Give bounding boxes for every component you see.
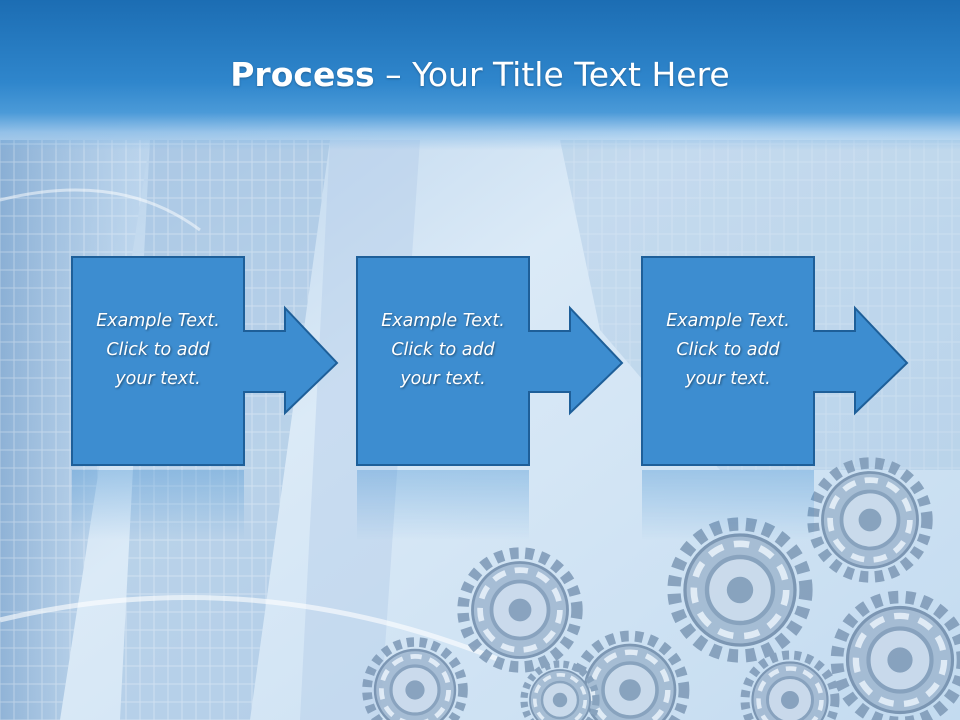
step-1-text[interactable]: Example Text. Click to add your text. [72,307,244,394]
title-bar [0,0,960,150]
step-3-reflection [642,470,814,540]
step-2-line-2: Click to add [391,340,495,360]
process-step-1[interactable]: Example Text. Click to add your text. [71,250,347,472]
process-step-2[interactable]: Example Text. Click to add your text. [356,250,632,472]
step-1-reflection [72,470,244,540]
arrow-callout-shape [356,256,624,466]
title-bold: Process [230,55,375,94]
step-1-line-1: Example Text. [96,311,220,331]
step-2-text[interactable]: Example Text. Click to add your text. [357,307,529,394]
step-1-line-2: Click to add [106,340,210,360]
step-1-line-3: your text. [115,369,201,389]
step-3-line-2: Click to add [676,340,780,360]
arrow-callout-shape [641,256,909,466]
slide-title[interactable]: Process – Your Title Text Here [0,52,960,98]
step-2-line-3: your text. [400,369,486,389]
title-rest: – Your Title Text Here [374,55,730,94]
step-2-reflection [357,470,529,540]
step-3-line-1: Example Text. [666,311,790,331]
process-step-3[interactable]: Example Text. Click to add your text. [641,250,917,472]
arrow-callout-shape [71,256,339,466]
step-3-line-3: your text. [685,369,771,389]
step-2-line-1: Example Text. [381,311,505,331]
step-3-text[interactable]: Example Text. Click to add your text. [642,307,814,394]
